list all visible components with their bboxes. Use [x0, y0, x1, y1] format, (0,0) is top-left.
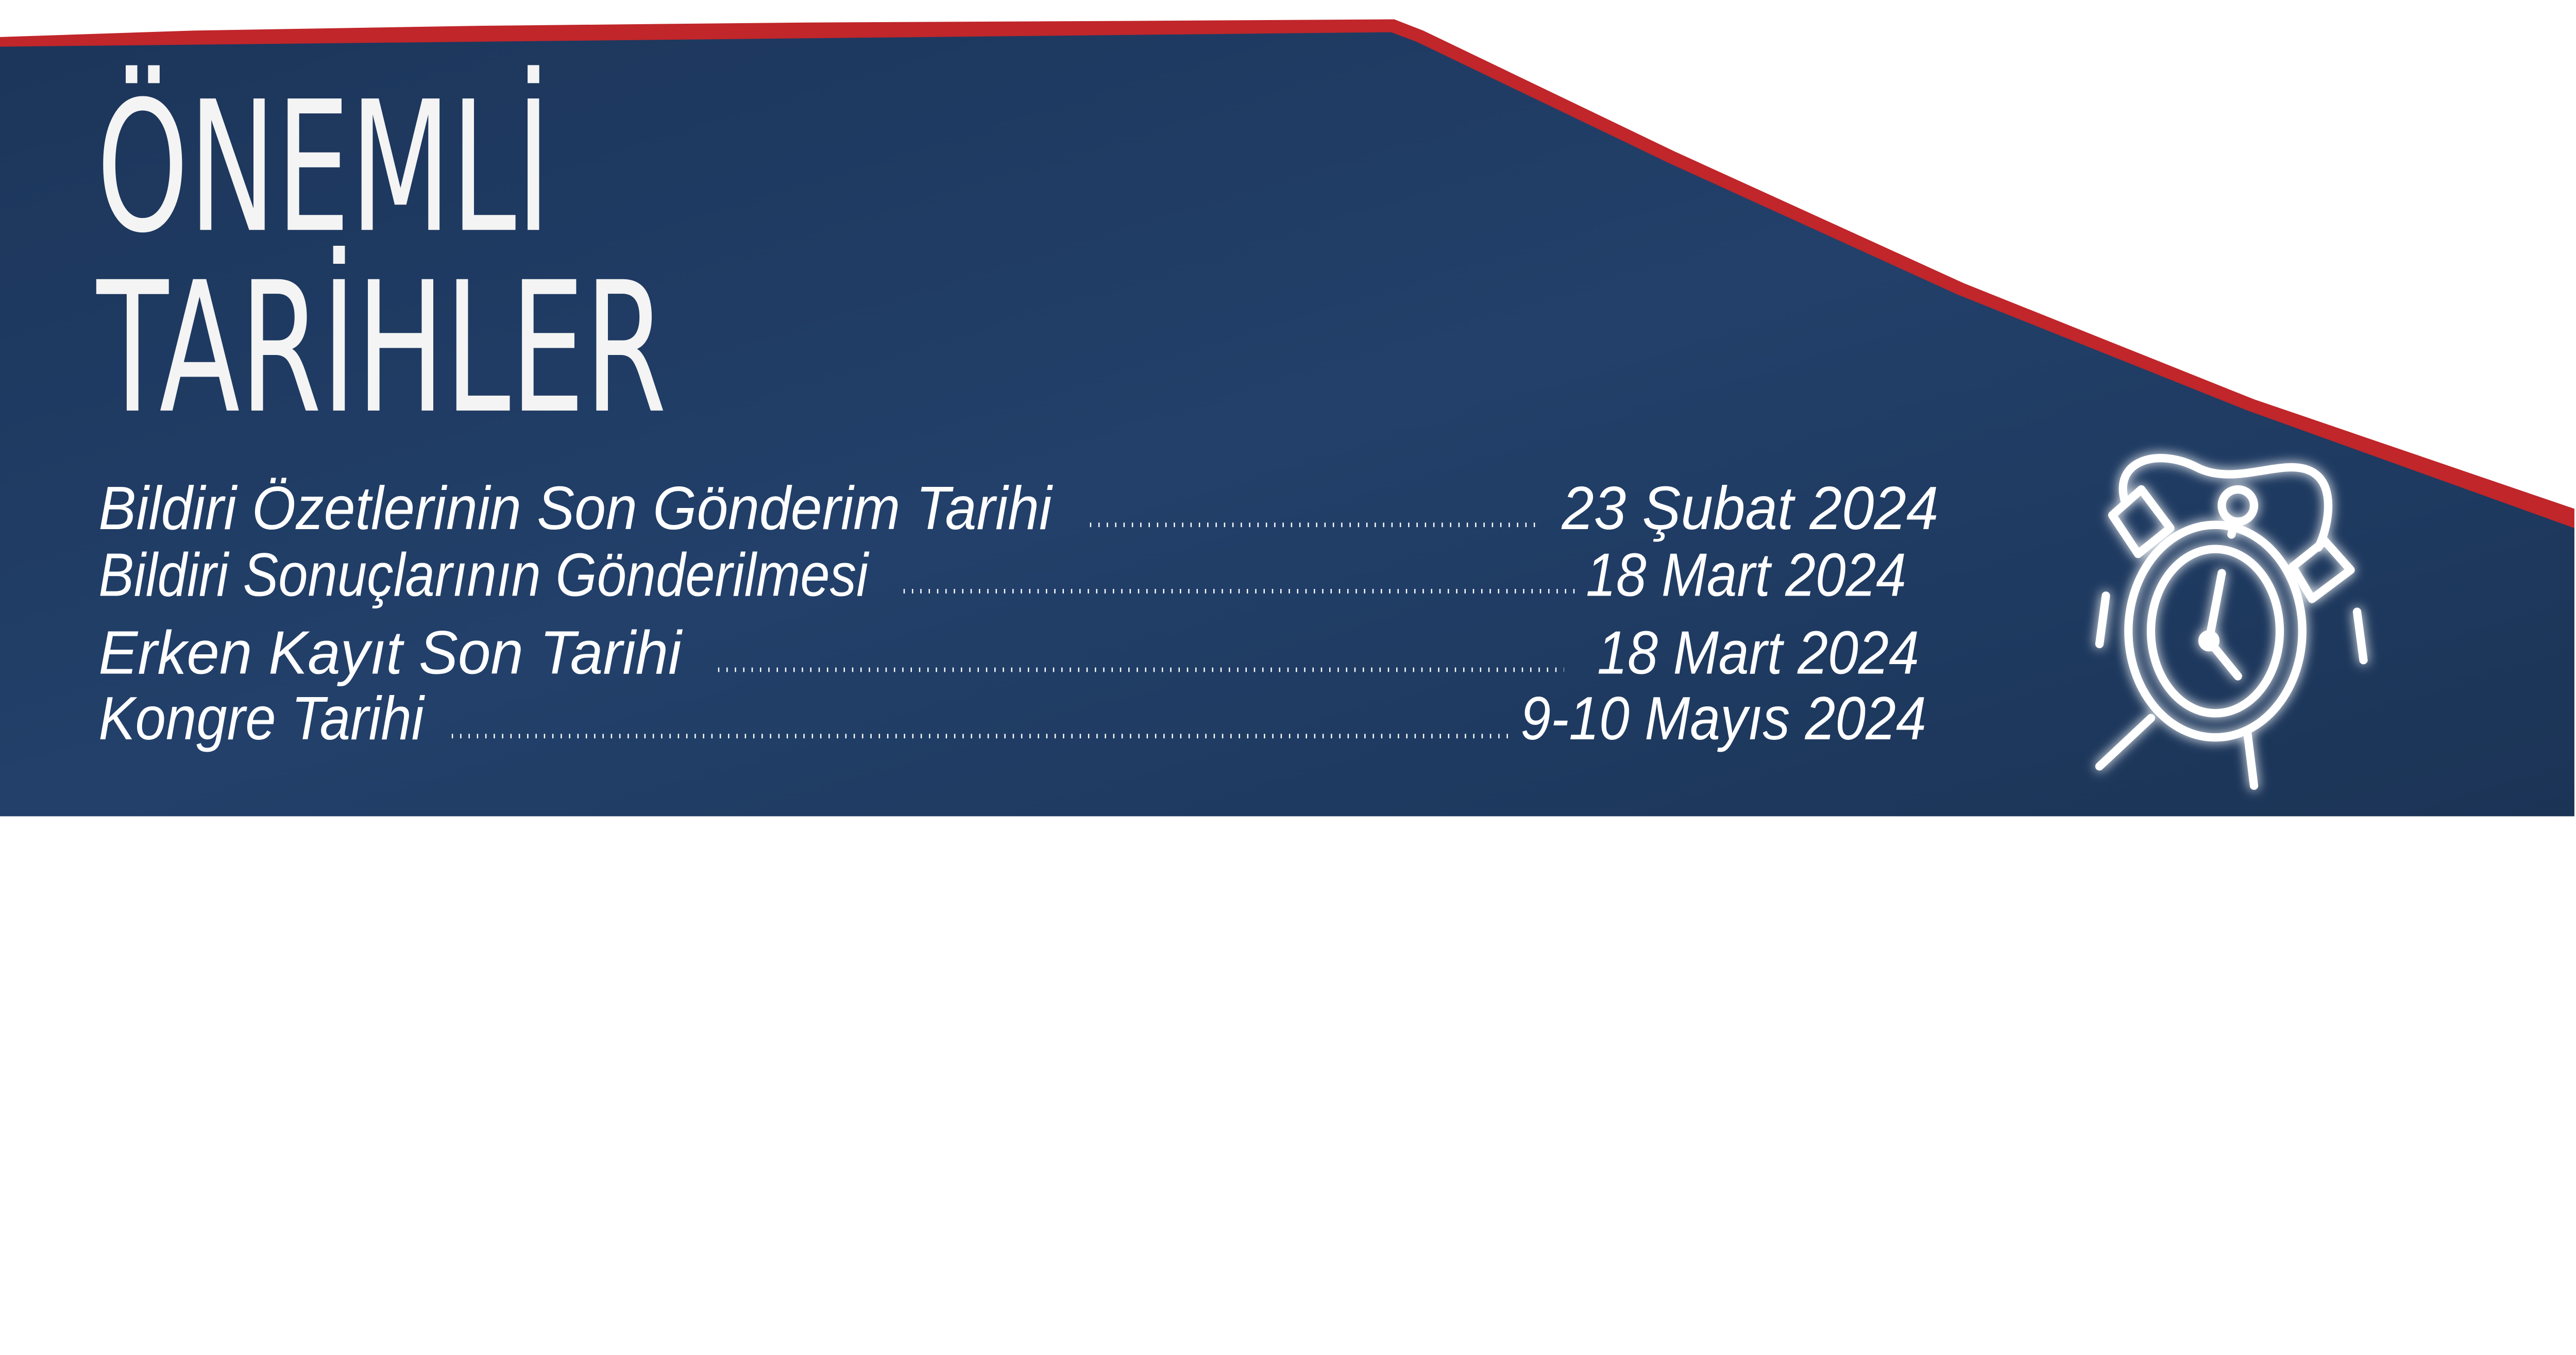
date-row: Bildiri Özetlerinin Son Gönderim Tarihi …	[98, 474, 1938, 543]
date-row-date: 9-10 Mayıs 2024	[1520, 684, 1926, 753]
date-row-label: Bildiri Özetlerinin Son Gönderim Tarihi	[98, 474, 1053, 543]
date-row: Bildiri Sonuçlarının Gönderilmesi 18 Mar…	[98, 540, 1906, 609]
date-row-label: Bildiri Sonuçlarının Gönderilmesi	[98, 540, 870, 609]
alarm-clock-icon	[2095, 454, 2368, 790]
date-row-label: Kongre Tarihi	[98, 684, 425, 753]
date-row-date: 18 Mart 2024	[1586, 540, 1906, 609]
title-line-2: TARİHLER	[95, 243, 667, 453]
date-row-date: 18 Mart 2024	[1597, 619, 1919, 687]
date-row: Erken Kayıt Son Tarihi 18 Mart 2024	[98, 619, 1919, 687]
important-dates-banner: ÖNEMLİ TARİHLER Bildiri Özetlerinin Son …	[0, 19, 2574, 817]
chalkboard	[0, 32, 2574, 817]
title-line-1: ÖNEMLİ	[97, 62, 551, 273]
date-row-label: Erken Kayıt Son Tarihi	[98, 619, 683, 687]
date-row: Kongre Tarihi 9-10 Mayıs 2024	[98, 684, 1926, 753]
date-row-date: 23 Şubat 2024	[1561, 474, 1938, 543]
